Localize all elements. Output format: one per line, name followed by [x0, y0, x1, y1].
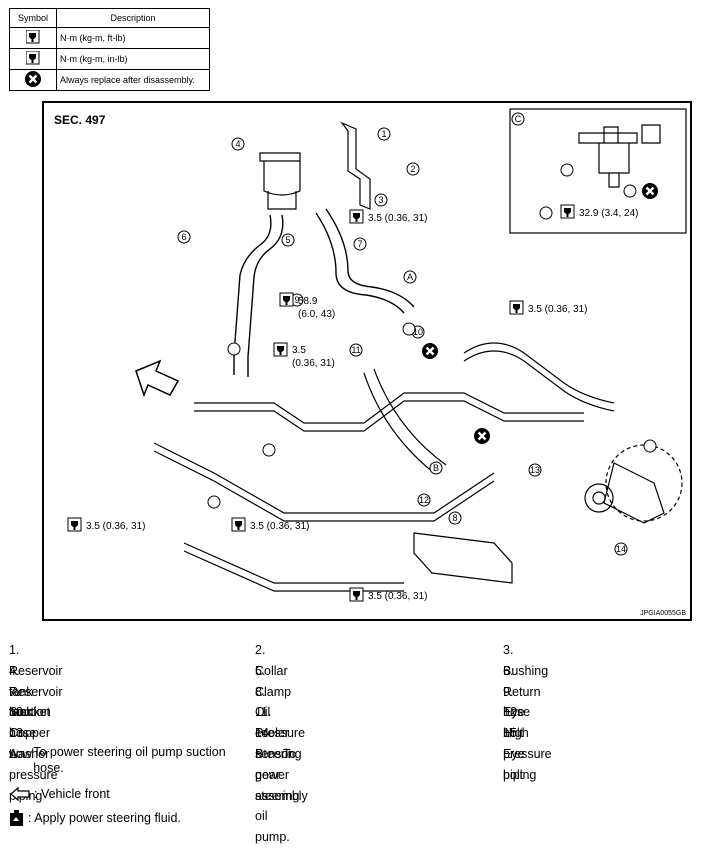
diagram-drawing: 1 2 3 4 5 6 7 8 9 10 11 12 13 14 C B A 3…: [67, 108, 687, 602]
callout-label: 14: [616, 544, 626, 554]
legend-row: N·m (kg-m, ft-lb): [9, 27, 210, 49]
exploded-diagram: 1 2 3 4 5 6 7 8 9 10 11 12 13 14 C B A 3…: [42, 101, 692, 621]
callout-label: B: [433, 463, 439, 473]
legend-description: N·m (kg-m, in-lb): [56, 48, 210, 70]
torque-spec: 3.5 (0.36, 31): [368, 213, 427, 224]
torque-spec: 58.9: [298, 296, 318, 307]
torque-spec: 3.5 (0.36, 31): [86, 521, 145, 532]
torque-spec: 3.5 (0.36, 31): [528, 304, 587, 315]
torque-spec: 3.5 (0.36, 31): [250, 521, 309, 532]
notes: : Vehicle front : Apply power steering f…: [9, 782, 181, 830]
oil-can-icon: [10, 810, 23, 826]
fluid-label: : Apply power steering fluid.: [28, 811, 181, 825]
legend-header-symbol: Symbol: [9, 8, 57, 28]
replace-x-icon: [23, 69, 43, 89]
callout-label: 1: [381, 129, 386, 139]
callout-label: A: [407, 272, 413, 282]
callout-label: 5: [285, 235, 290, 245]
callout-label: 2: [410, 164, 415, 174]
callout-label: 7: [357, 239, 362, 249]
callout-label: 4: [235, 139, 240, 149]
torque-spec: 3.5: [292, 345, 306, 356]
legend-row: N·m (kg-m, in-lb): [9, 48, 210, 70]
torque-spec: (6.0, 43): [298, 309, 335, 320]
torque-spec: 32.9 (3.4, 24): [579, 208, 638, 219]
legend-description: Always replace after disassembly.: [56, 69, 210, 91]
callout-label: 9: [294, 295, 299, 305]
torque-spec: 3.5 (0.36, 31): [368, 591, 427, 602]
legend-row: Always replace after disassembly.: [9, 69, 210, 91]
vehicle-front-label: : Vehicle front: [34, 787, 110, 801]
torque-wrench-icon: [25, 29, 40, 44]
callout-label: 8: [452, 513, 457, 523]
callout-label: 6: [181, 232, 186, 242]
symbol-legend-table: Symbol Description N·m (kg-m, ft-lb) N·m…: [9, 8, 210, 91]
callout-label: 3: [378, 195, 383, 205]
section-label: SEC. 497: [54, 113, 106, 127]
callout-label: 13: [530, 465, 540, 475]
legend-header-description: Description: [56, 8, 210, 28]
callout-label: 11: [351, 345, 360, 355]
callout-label: 10: [413, 327, 423, 337]
legend-description: N·m (kg-m, ft-lb): [56, 27, 210, 49]
callout-label: C: [515, 114, 522, 124]
callout-labels: 1 2 3 4 5 6 7 8 9 10 11 12 13 14 C B A: [181, 114, 626, 554]
vehicle-front-arrow-icon: [135, 359, 180, 398]
legend-header-row: Symbol Description: [9, 8, 210, 28]
vehicle-front-arrow-icon: [10, 787, 30, 801]
torque-wrench-small-icon: [25, 50, 40, 65]
vehicle-front-note: : Vehicle front: [9, 782, 181, 806]
figure-code: JPGIA0055GB: [640, 610, 686, 617]
inset-c-frame: [509, 108, 687, 234]
torque-spec: (0.36, 31): [292, 358, 335, 369]
fluid-note: : Apply power steering fluid.: [9, 806, 181, 830]
callout-label: 12: [419, 495, 429, 505]
